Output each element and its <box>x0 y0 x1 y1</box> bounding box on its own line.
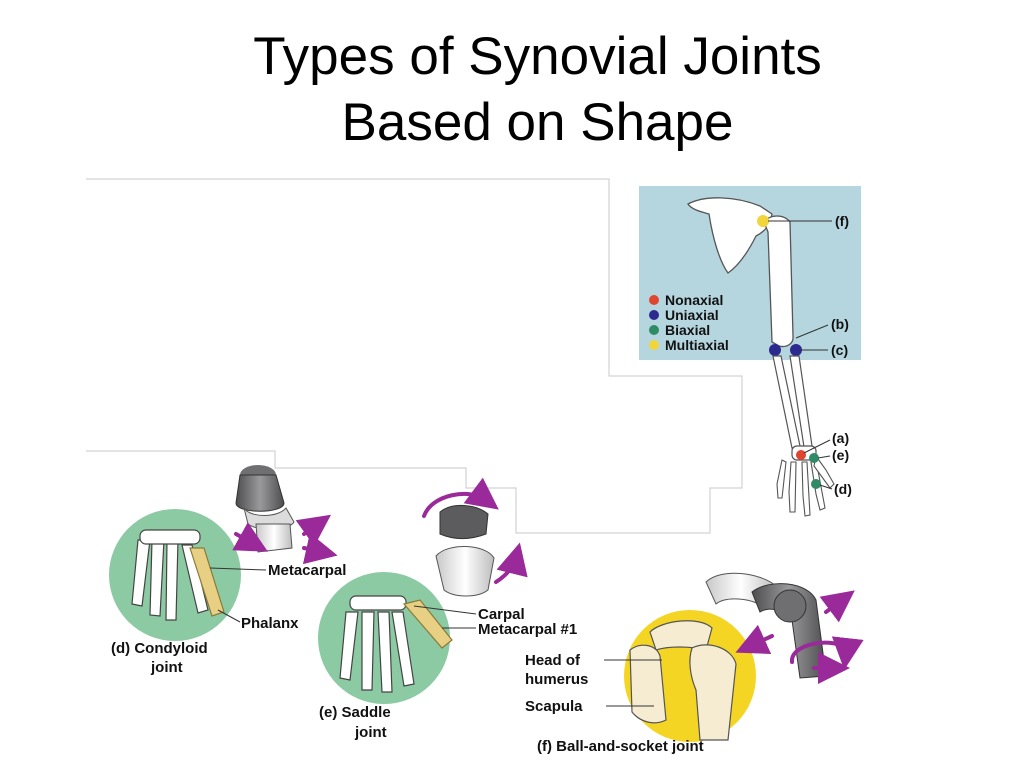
condyloid-caption-line-2: joint <box>150 659 183 676</box>
condyloid-arrows <box>232 514 338 565</box>
axis-legend: Nonaxial Uniaxial Biaxial Multiaxial <box>649 292 729 353</box>
condyloid-arrow-up <box>295 514 332 547</box>
legend-label-nonaxial: Nonaxial <box>665 292 723 308</box>
condyloid-caption-line-1: (d) Condyloid <box>111 640 208 657</box>
legend-swatch-uniaxial <box>649 310 659 320</box>
legend-label-biaxial: Biaxial <box>665 322 710 338</box>
shoulder-bones <box>629 620 737 741</box>
ball-arrow-rotate <box>790 636 864 670</box>
saddle-arrow-top <box>422 477 499 518</box>
condyloid-hand-bones <box>131 529 209 621</box>
saddle-arrow-side <box>494 542 528 584</box>
intercarpal-joint-dot <box>796 450 806 460</box>
label-phalanx: Phalanx <box>241 615 299 632</box>
legend-swatch-biaxial <box>649 325 659 335</box>
saddle-hand-bones <box>339 595 415 693</box>
arm-panel: (f) (b) (c) (a) (e) (d) Nonaxial Uniaxia… <box>639 186 861 517</box>
ball-socket-illustration: Head of humerus Scapula (f) Ball-and-soc… <box>525 572 864 755</box>
legend-label-multiaxial: Multiaxial <box>665 337 729 353</box>
shoulder-joint-dot <box>757 215 769 227</box>
label-metacarpal-1: Metacarpal #1 <box>478 621 577 638</box>
arm-leader-lines <box>768 220 833 490</box>
elbow-joint-dot-1 <box>769 344 781 356</box>
hand-fingers <box>776 454 835 517</box>
scapula-bone <box>687 197 773 274</box>
ball-leader-lines <box>604 659 662 707</box>
legend-swatch-multiaxial <box>649 340 659 350</box>
ball-arrow-left <box>735 624 774 654</box>
frame-lines <box>86 178 743 534</box>
slide-title: Types of Synovial Joints Based on Shape <box>0 24 1024 156</box>
ball-socket-arrows <box>735 590 864 684</box>
condyloid-joint-illustration: Metacarpal Phalanx (d) Condyloid joint <box>109 465 346 676</box>
title-line-1: Types of Synovial Joints <box>253 27 822 86</box>
label-metacarpal: Metacarpal <box>268 562 346 579</box>
tag-e: (e) <box>832 447 849 463</box>
legend-label-uniaxial: Uniaxial <box>665 307 719 323</box>
elbow-joint-dot-2 <box>790 344 802 356</box>
legend-swatch-nonaxial <box>649 295 659 305</box>
tag-f: (f) <box>835 213 849 229</box>
label-head-of-humerus-line-1: Head of <box>525 652 581 669</box>
tag-c: (c) <box>831 342 848 358</box>
saddle-highlighted-metacarpal <box>402 599 453 649</box>
saddle-joint-illustration: Carpal Metacarpal #1 (e) Saddle joint <box>318 477 577 741</box>
knuckle-joint-dot <box>811 479 821 489</box>
ball-socket-caption: (f) Ball-and-socket joint <box>537 738 704 755</box>
tag-b: (b) <box>831 316 849 332</box>
condyloid-arrow-right <box>302 532 338 565</box>
condyloid-highlighted-metacarpal <box>189 547 225 617</box>
wrist-joint-dot <box>809 453 819 463</box>
label-scapula: Scapula <box>525 698 583 715</box>
title-line-2: Based on Shape <box>341 93 734 152</box>
saddle-joint-model <box>435 505 495 597</box>
ball-socket-model <box>705 572 827 679</box>
label-carpal: Carpal <box>478 606 525 623</box>
saddle-caption-line-1: (e) Saddle <box>319 704 391 721</box>
label-head-of-humerus-line-2: humerus <box>525 671 588 688</box>
ball-arrow-up <box>819 590 855 623</box>
condyloid-arrow-left <box>232 522 268 552</box>
saddle-arrows <box>422 477 528 584</box>
condyloid-leader-lines <box>209 567 267 623</box>
saddle-caption-line-2: joint <box>354 724 387 741</box>
tag-a: (a) <box>832 430 849 446</box>
tag-d: (d) <box>834 481 852 497</box>
saddle-leader-lines <box>413 605 477 629</box>
